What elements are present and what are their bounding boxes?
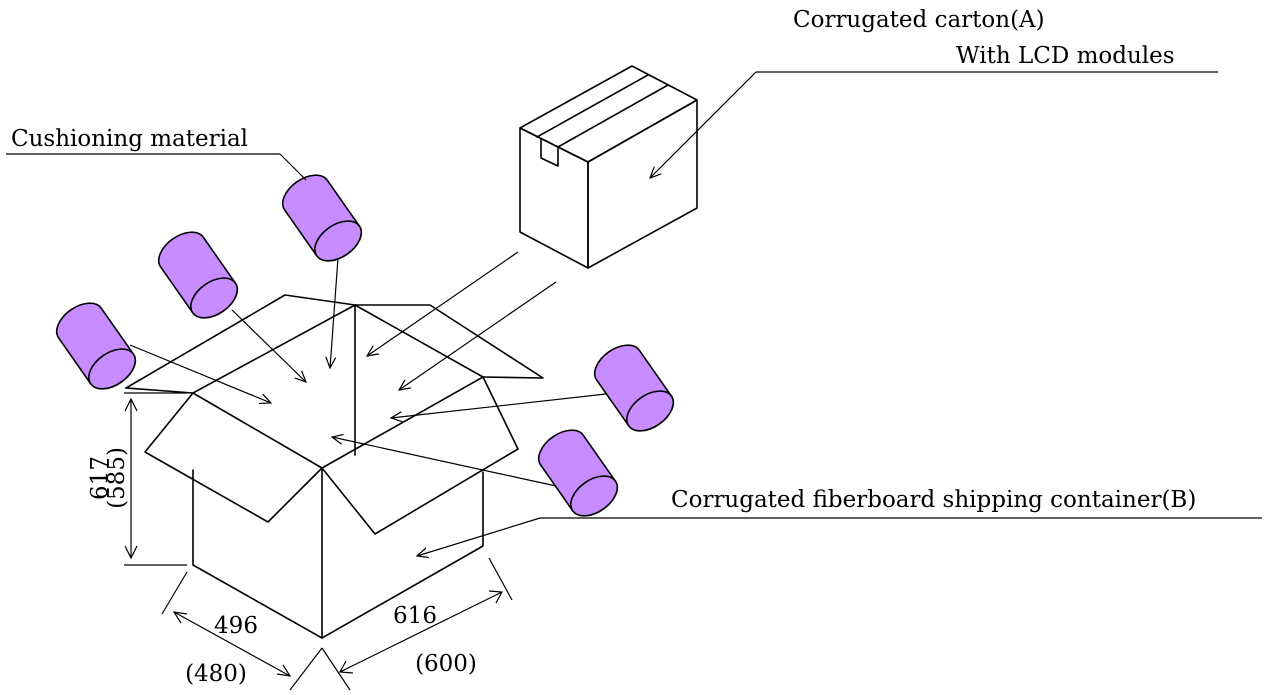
insertion-arrows [129,251,607,487]
width-inner-label: (600) [415,651,477,677]
container-b-label: Corrugated fiberboard shipping container… [671,487,1196,513]
cushion-1 [281,174,363,262]
cushion-4 [593,344,675,432]
height-inner-label: (585) [104,447,130,509]
width-outer-label: 616 [393,603,437,629]
cushion-5 [537,429,619,517]
cushion-2 [157,231,239,319]
container-b [125,294,544,639]
cushion-3 [55,302,137,390]
depth-outer-label: 496 [214,613,258,639]
carton-a-label: Corrugated carton(A) [793,7,1045,33]
leader-lines [6,71,1262,556]
cushioning-label: Cushioning material [11,126,248,152]
carton-a [519,65,698,269]
dimension-lines [124,392,513,691]
height-outer-label: 617 [87,456,113,500]
carton-a-sublabel: With LCD modules [956,43,1175,69]
depth-inner-label: (480) [185,661,247,687]
